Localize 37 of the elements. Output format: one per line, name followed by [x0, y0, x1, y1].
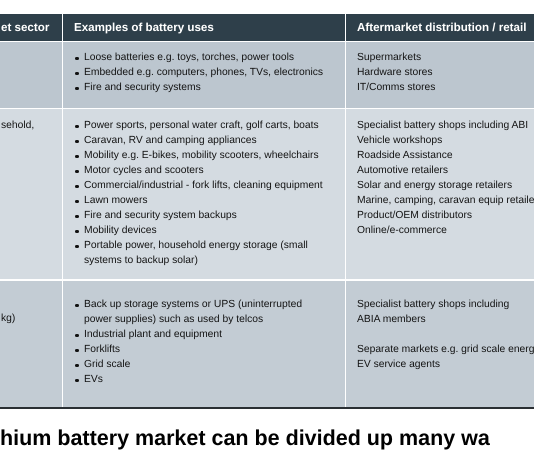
cell-text: Roadside Assistance — [357, 149, 453, 163]
list-item: Fire and security system backups — [75, 209, 325, 224]
cell-text: Marine, camping, caravan equip retaile — [357, 194, 534, 208]
list-item: Lawn mowers — [75, 194, 325, 209]
caption: hium battery market can be divided up many wa — [0, 426, 490, 451]
cell-text: Specialist battery shops including ABIA members — [357, 298, 510, 327]
cell-text: kg) — [1, 312, 16, 326]
cell-text: Vehicle workshops — [357, 134, 442, 148]
list-item: EVs — [75, 373, 103, 388]
list-item: Embedded e.g. computers, phones, TVs, electronics — [75, 66, 324, 81]
list-item: Portable power, household energy storage (small systems to backup solar) — [75, 239, 325, 268]
cell-text: IT/Comms stores — [357, 81, 436, 95]
list-item: Loose batteries e.g. toys, torches, power tools — [75, 51, 294, 66]
cell-text: Product/OEM distributors — [357, 209, 472, 223]
cell-text: Specialist battery shops including ABI — [357, 119, 528, 133]
list-item: Forklifts — [75, 343, 120, 358]
cell-text: EV service agents — [357, 358, 440, 372]
list-item: Commercial/industrial - fork lifts, cleaning equipment — [75, 179, 325, 194]
cell-text: Supermarkets — [357, 51, 422, 65]
list-item: Power sports, personal water craft, golf carts, boats — [75, 119, 325, 134]
list-item: Motor cycles and scooters — [75, 164, 325, 179]
column-header: Aftermarket distribution / retail — [357, 20, 526, 36]
cell-text: Hardware stores — [357, 66, 433, 80]
cell-text: Separate markets e.g. grid scale energ — [357, 343, 534, 357]
list-item: Caravan, RV and camping appliances — [75, 134, 325, 149]
column-header: et sector — [1, 20, 50, 36]
cell-text: Solar and energy storage retailers — [357, 179, 512, 193]
list-item: Back up storage systems or UPS (uninterrupted power supplies) such as used by telcos — [75, 298, 325, 328]
cell-text: sehold, — [1, 119, 34, 133]
list-item: Fire and security systems — [75, 81, 201, 96]
cell-text: Automotive retailers — [357, 164, 448, 178]
list-item: Mobility devices — [75, 224, 325, 239]
list-item: Grid scale — [75, 358, 130, 373]
column-header: Examples of battery uses — [74, 20, 214, 36]
list-item: Mobility e.g. E-bikes, mobility scooters, wheelchairs — [75, 149, 325, 164]
list-item: Industrial plant and equipment — [75, 328, 222, 343]
cell-text: Online/e-commerce — [357, 224, 447, 238]
